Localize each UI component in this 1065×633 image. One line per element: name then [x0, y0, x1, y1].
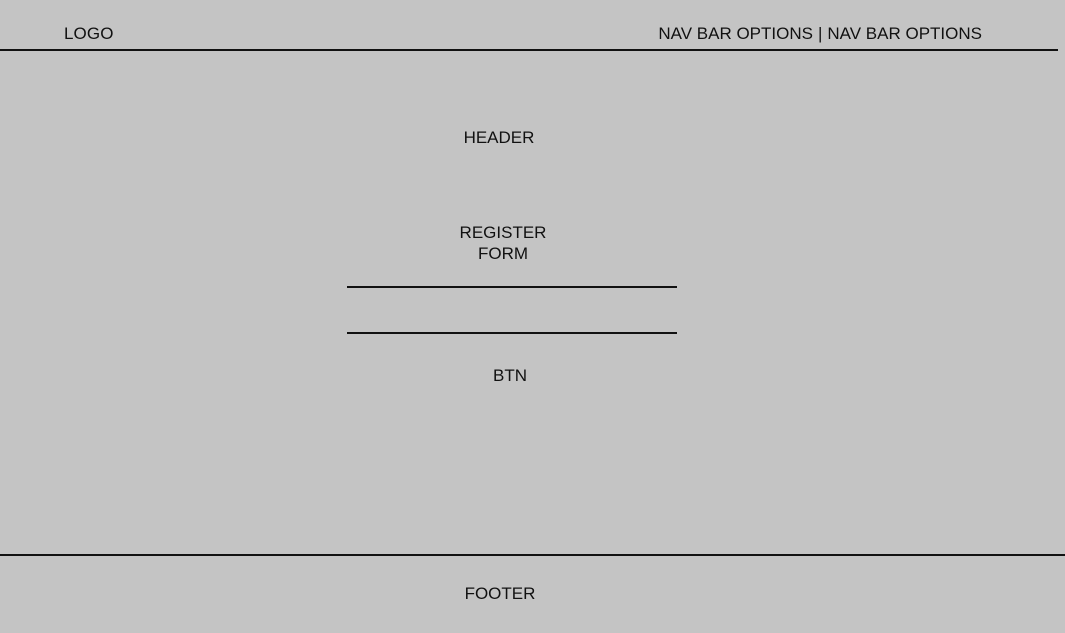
nav-separator: | [817, 24, 823, 43]
nav-option-1[interactable]: NAV BAR OPTIONS [658, 24, 813, 43]
nav-bar: LOGO NAV BAR OPTIONS|NAV BAR OPTIONS [0, 0, 1058, 51]
register-form: REGISTER FORM [347, 222, 677, 334]
register-form-title: REGISTER FORM [433, 222, 573, 264]
register-input-2[interactable] [347, 330, 677, 334]
footer: FOOTER [464, 584, 536, 603]
logo[interactable]: LOGO [64, 24, 114, 43]
nav-options: NAV BAR OPTIONS|NAV BAR OPTIONS [658, 24, 982, 44]
page-header: HEADER [463, 128, 535, 147]
footer-divider [0, 554, 1065, 556]
nav-option-2[interactable]: NAV BAR OPTIONS [827, 24, 982, 43]
register-form-title-line-2: FORM [477, 244, 529, 263]
submit-button[interactable]: BTN [470, 364, 550, 388]
register-form-title-line-1: REGISTER [459, 223, 547, 242]
register-input-1[interactable] [347, 284, 677, 288]
